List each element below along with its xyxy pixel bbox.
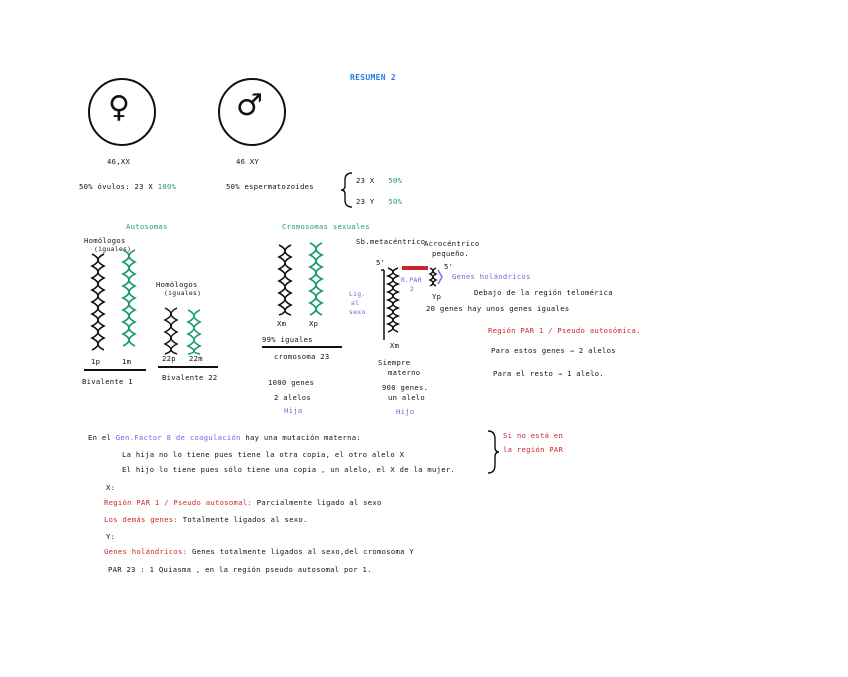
example-line-3: El hijo lo tiene pues sólo tiene una cop… [122,465,456,474]
acrocentric-label-2: pequeño. [432,249,470,258]
label-1p: 1p [91,357,101,366]
label-22p: 22p [162,354,176,363]
summary-other-def: Totalmente ligados al sexo. [182,515,308,524]
example-factor: Gen.Factor 8 de coagulación [115,433,241,442]
genes-900: 900 genes. [382,383,429,392]
below-telomeric: Debajo de la región telomérica [474,288,613,297]
male-symbol-icon: ♂ [236,88,263,123]
chromosome-23: cromosoma 23 [274,352,330,361]
label-22m: 22m [189,354,203,363]
bivalente-1-underline [84,369,146,371]
example-line-1: En el Gen.Factor 8 de coagulación hay un… [88,433,361,442]
lig-al-sexo-1: Lig. [349,290,366,298]
five-prime-b: 5' [444,262,454,271]
female-karyotype: 46,XX [107,157,131,166]
sperm-x: 23 X [356,176,375,185]
chromosome-xp-icon [307,242,325,316]
sperm-brace-icon [340,172,353,208]
summary-par-row: Región PAR 1 / Pseudo autosomal: Parcial… [104,498,382,507]
lig-al-sexo-3: sexo [349,308,366,316]
homologos-1: Homólogos [84,236,126,245]
summary-par-term: Región PAR 1 / Pseudo autosomal: [104,498,253,507]
male-gametes-label: 50% espermatozoides [226,182,314,191]
always-1: Siempre [378,358,411,367]
example-line-1-prefix: En el [88,433,112,442]
summary-hol-def: Genes totalmente ligados al sexo,del cro… [191,547,415,556]
bivalente-22: Bivalente 22 [162,373,218,382]
sperm-y-pct: 50% [388,197,403,206]
sperm-x-pct: 50% [388,176,403,185]
alleles-2: 2 alelos [274,393,312,402]
male-circle [218,78,286,146]
summary-hol-term: Genes holándricos: [104,547,188,556]
female-gametes-pct: 100% [157,182,177,191]
summary-y-label: Y: [106,532,116,541]
genes-1000: 1000 genes [268,378,315,387]
summary-x-label: X: [106,483,116,492]
par2-label-2: 2 [410,285,415,293]
autosomes-heading: Autosomas [126,222,168,231]
chromosome-1p-icon [90,253,106,351]
summary-other-term: Los demás genes: [104,515,179,524]
chromosome-22m-icon [186,309,202,355]
always-2: materno [388,368,421,377]
label-xm: Xm [277,319,287,328]
chromosome-xy-pair-icon [381,266,443,340]
male-karyotype: 46 XY [236,157,260,166]
five-prime-a: 5' [376,258,386,267]
female-circle [88,78,156,146]
female-gametes-label: 50% óvulos: 23 X [79,182,154,191]
chromosome-xm-icon [277,244,293,316]
one-allele: un alelo [388,393,426,402]
daughter-label: Hija [284,406,303,415]
label-yp: Yp [432,292,442,301]
the-rest: Para el resto → 1 alelo. [493,369,605,378]
submetacentric-label: Sb.metacéntrico [356,237,426,246]
brace-note-1: Si no está en [503,431,564,440]
sperm-y: 23 Y [356,197,375,206]
label-xm-2: Xm [390,341,400,350]
twenty-genes: 20 genes hay unos genes iguales [426,304,570,313]
homologos-2-note: (iguales) [164,289,202,297]
sperm-x-row: 23 X 50% [356,176,402,185]
these-genes: Para estos genes → 2 alelos [491,346,616,355]
equal-pct: 99% iguales [262,335,313,344]
sperm-y-row: 23 Y 50% [356,197,402,206]
example-line-2: La hija no lo tiene pues tiene la otra c… [122,450,405,459]
female-symbol-icon: ♀ [108,90,130,125]
par-region: Región PAR 1 / Pseudo autosómica. [488,326,641,335]
female-gametes: 50% óvulos: 23 X 100% [79,182,176,191]
chromosome-23-underline [262,346,342,348]
summary-par23: PAR 23 : 1 Quiasma , en la región pseudo… [108,565,372,574]
par2-label-1: R.PAR [401,276,422,284]
sex-chromosomes-heading: Cromosomas sexuales [282,222,370,231]
label-1m: 1m [122,357,132,366]
homologos-1-note: (iguales) [94,245,132,253]
homologos-2: Homólogos [156,280,198,289]
page-title: RESUMEN 2 [350,73,397,82]
bivalente-1: Bivalente 1 [82,377,133,386]
son-label: Hijo [396,407,415,416]
summary-other-row: Los demás genes: Totalmente ligados al s… [104,515,308,524]
chromosome-1m-icon [120,249,138,347]
summary-hol-row: Genes holándricos: Genes totalmente liga… [104,547,414,556]
brace-note-2: la región PAR [503,445,564,454]
acrocentric-label-1: Acrocéntrico [424,239,480,248]
example-line-1-suffix: hay una mutación materna: [245,433,362,442]
bivalente-22-underline [158,366,218,368]
chromosome-22p-icon [163,307,179,355]
lig-al-sexo-2: al [351,299,360,307]
summary-par-def: Parcialmente ligado al sexo [256,498,382,507]
holandric-genes: Genes holándricos [452,272,531,281]
label-xp: Xp [309,319,319,328]
example-brace-icon [487,430,500,474]
